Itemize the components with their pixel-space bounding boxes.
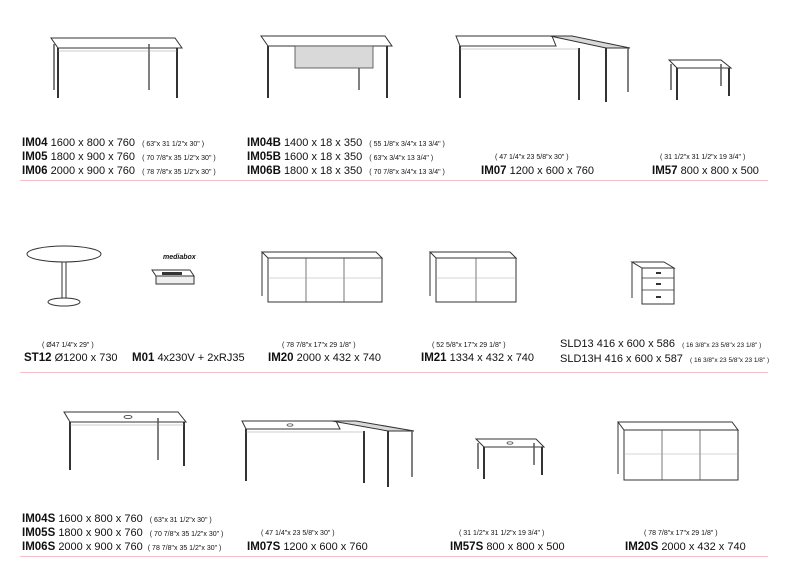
table-im57-illustration — [667, 59, 733, 100]
product-imperial: ( 78 7/8"x 35 1/2"x 30" ) — [142, 169, 216, 176]
product-im21: IM21 1334 x 432 x 740 — [421, 352, 534, 365]
product-imperial: ( Ø47 1/4"x 29" ) — [42, 342, 94, 349]
product-sld13h: SLD13H 416 x 600 x 587 ( 16 3/8"x 23 5/8… — [560, 353, 769, 367]
product-code: IM07 — [481, 165, 507, 177]
product-im04b: IM04B 1400 x 18 x 350 ( 55 1/8"x 3/4"x 1… — [247, 137, 445, 151]
product-im07s: IM07S 1200 x 600 x 760 — [247, 541, 368, 554]
desk-im04b-illustration — [260, 35, 393, 98]
product-imperial: ( 63"x 31 1/2"x 30" ) — [149, 517, 212, 524]
product-code: ST12 — [24, 352, 52, 364]
product-code: IM57 — [652, 165, 678, 177]
product-dims: 2000 x 432 x 740 — [661, 541, 746, 553]
product-st12: ST12 Ø1200 x 730 — [24, 352, 118, 365]
product-dims: 4x230V + 2xRJ35 — [157, 352, 245, 364]
cabinet-im20-illustration — [260, 251, 384, 303]
product-code: IM21 — [421, 352, 447, 364]
product-imperial: ( 78 7/8"x 17"x 29 1/8" ) — [644, 530, 718, 537]
product-imperial: ( 47 1/4"x 23 5/8"x 30" ) — [495, 154, 569, 161]
product-code: IM07S — [247, 541, 281, 553]
product-code: SLD13 — [560, 338, 594, 350]
product-code: IM06B — [247, 165, 281, 177]
product-imperial: ( 55 1/8"x 3/4"x 13 3/4" ) — [369, 141, 445, 148]
cabinet-im20s-illustration — [617, 421, 739, 481]
desk-im04-illustration — [50, 37, 183, 98]
product-code: IM20S — [625, 541, 659, 553]
desk-im07-illustration — [455, 35, 631, 102]
product-im20s: IM20S 2000 x 432 x 740 — [625, 541, 746, 554]
desk-im04s-illustration — [63, 411, 188, 470]
product-dims: 1800 x 900 x 760 — [50, 151, 136, 163]
product-im05: IM05 1800 x 900 x 760 ( 70 7/8"x 35 1/2"… — [22, 151, 216, 165]
product-code: M01 — [132, 352, 155, 364]
product-imperial: ( 70 7/8"x 35 1/2"x 30" ) — [149, 531, 224, 538]
product-imperial: ( 52 5/8"x 17"x 29 1/8" ) — [432, 342, 506, 349]
product-code: IM06S — [22, 541, 56, 553]
cabinet-im21-illustration — [428, 251, 518, 303]
product-dims: 1400 x 18 x 350 — [283, 137, 363, 149]
product-dims: Ø1200 x 730 — [54, 352, 118, 364]
product-dims: 1800 x 18 x 350 — [283, 165, 363, 177]
product-dims: 1800 x 900 x 760 — [58, 527, 143, 539]
row-divider — [20, 372, 768, 373]
product-sld13: SLD13 416 x 600 x 586 ( 16 3/8"x 23 5/8"… — [560, 338, 761, 352]
product-dims: 1200 x 600 x 760 — [283, 541, 368, 553]
product-im06b: IM06B 1800 x 18 x 350 ( 70 7/8"x 3/4"x 1… — [247, 165, 445, 179]
product-imperial: ( 31 1/2"x 31 1/2"x 19 3/4" ) — [660, 154, 746, 161]
product-code: IM04B — [247, 137, 281, 149]
product-imperial: ( 16 3/8"x 23 5/8"x 23 1/8" ) — [690, 357, 770, 364]
desk-im07s-illustration — [241, 420, 415, 487]
product-im57: IM57 800 x 800 x 500 — [652, 165, 759, 178]
product-m01: M01 4x230V + 2xRJ35 — [132, 352, 245, 365]
product-im05b: IM05B 1600 x 18 x 350 ( 63"x 3/4"x 13 3/… — [247, 151, 433, 165]
product-im20: IM20 2000 x 432 x 740 — [268, 352, 381, 365]
product-imperial: ( 31 1/2"x 31 1/2"x 19 3/4" ) — [459, 530, 545, 537]
product-im07: IM07 1200 x 600 x 760 — [481, 165, 594, 178]
product-imperial: ( 70 7/8"x 3/4"x 13 3/4" ) — [369, 169, 445, 176]
product-dims: 2000 x 432 x 740 — [296, 352, 382, 364]
pedestal-sld13-illustration — [630, 261, 676, 305]
product-im05s: IM05S 1800 x 900 x 760 ( 70 7/8"x 35 1/2… — [22, 527, 223, 541]
product-code: IM05B — [247, 151, 281, 163]
product-imperial: ( 78 7/8"x 35 1/2"x 30" ) — [147, 545, 222, 552]
mediabox-m01-illustration — [151, 269, 195, 285]
row-divider — [20, 556, 768, 557]
product-dims: 1600 x 800 x 760 — [58, 513, 143, 525]
product-imperial: ( 63"x 31 1/2"x 30" ) — [142, 141, 205, 148]
row-divider — [20, 180, 768, 181]
product-code: IM04S — [22, 513, 56, 525]
mediabox-label: mediabox — [163, 254, 196, 261]
product-imperial: ( 78 7/8"x 17"x 29 1/8" ) — [282, 342, 356, 349]
product-dims: 1600 x 18 x 350 — [283, 151, 363, 163]
product-imperial: ( 47 1/4"x 23 5/8"x 30" ) — [261, 530, 335, 537]
product-im06: IM06 2000 x 900 x 760 ( 78 7/8"x 35 1/2"… — [22, 165, 216, 179]
product-code: IM06 — [22, 165, 48, 177]
product-dims: 2000 x 900 x 760 — [50, 165, 136, 177]
product-im04: IM04 1600 x 800 x 760 ( 63"x 31 1/2"x 30… — [22, 137, 204, 151]
product-dims: 416 x 600 x 586 — [596, 338, 675, 350]
product-dims: 800 x 800 x 500 — [486, 541, 565, 553]
product-code: IM05S — [22, 527, 56, 539]
product-imperial: ( 70 7/8"x 35 1/2"x 30" ) — [142, 155, 216, 162]
product-imperial: ( 16 3/8"x 23 5/8"x 23 1/8" ) — [682, 342, 762, 349]
product-dims: 1334 x 432 x 740 — [449, 352, 535, 364]
product-code: IM57S — [450, 541, 484, 553]
product-im04s: IM04S 1600 x 800 x 760 ( 63"x 31 1/2"x 3… — [22, 513, 212, 527]
product-dims: 2000 x 900 x 760 — [58, 541, 143, 553]
product-code: IM20 — [268, 352, 294, 364]
product-dims: 800 x 800 x 500 — [680, 165, 759, 177]
product-imperial: ( 63"x 3/4"x 13 3/4" ) — [369, 155, 434, 162]
product-im06s: IM06S 2000 x 900 x 760 ( 78 7/8"x 35 1/2… — [22, 541, 221, 555]
product-im57s: IM57S 800 x 800 x 500 — [450, 541, 565, 554]
product-code: IM04 — [22, 137, 48, 149]
product-dims: 1200 x 600 x 760 — [509, 165, 595, 177]
product-dims: 416 x 600 x 587 — [604, 353, 683, 365]
product-dims: 1600 x 800 x 760 — [50, 137, 136, 149]
product-code: IM05 — [22, 151, 48, 163]
product-code: SLD13H — [560, 353, 602, 365]
table-im57s-illustration — [474, 438, 546, 479]
round-table-st12-illustration — [26, 245, 102, 307]
